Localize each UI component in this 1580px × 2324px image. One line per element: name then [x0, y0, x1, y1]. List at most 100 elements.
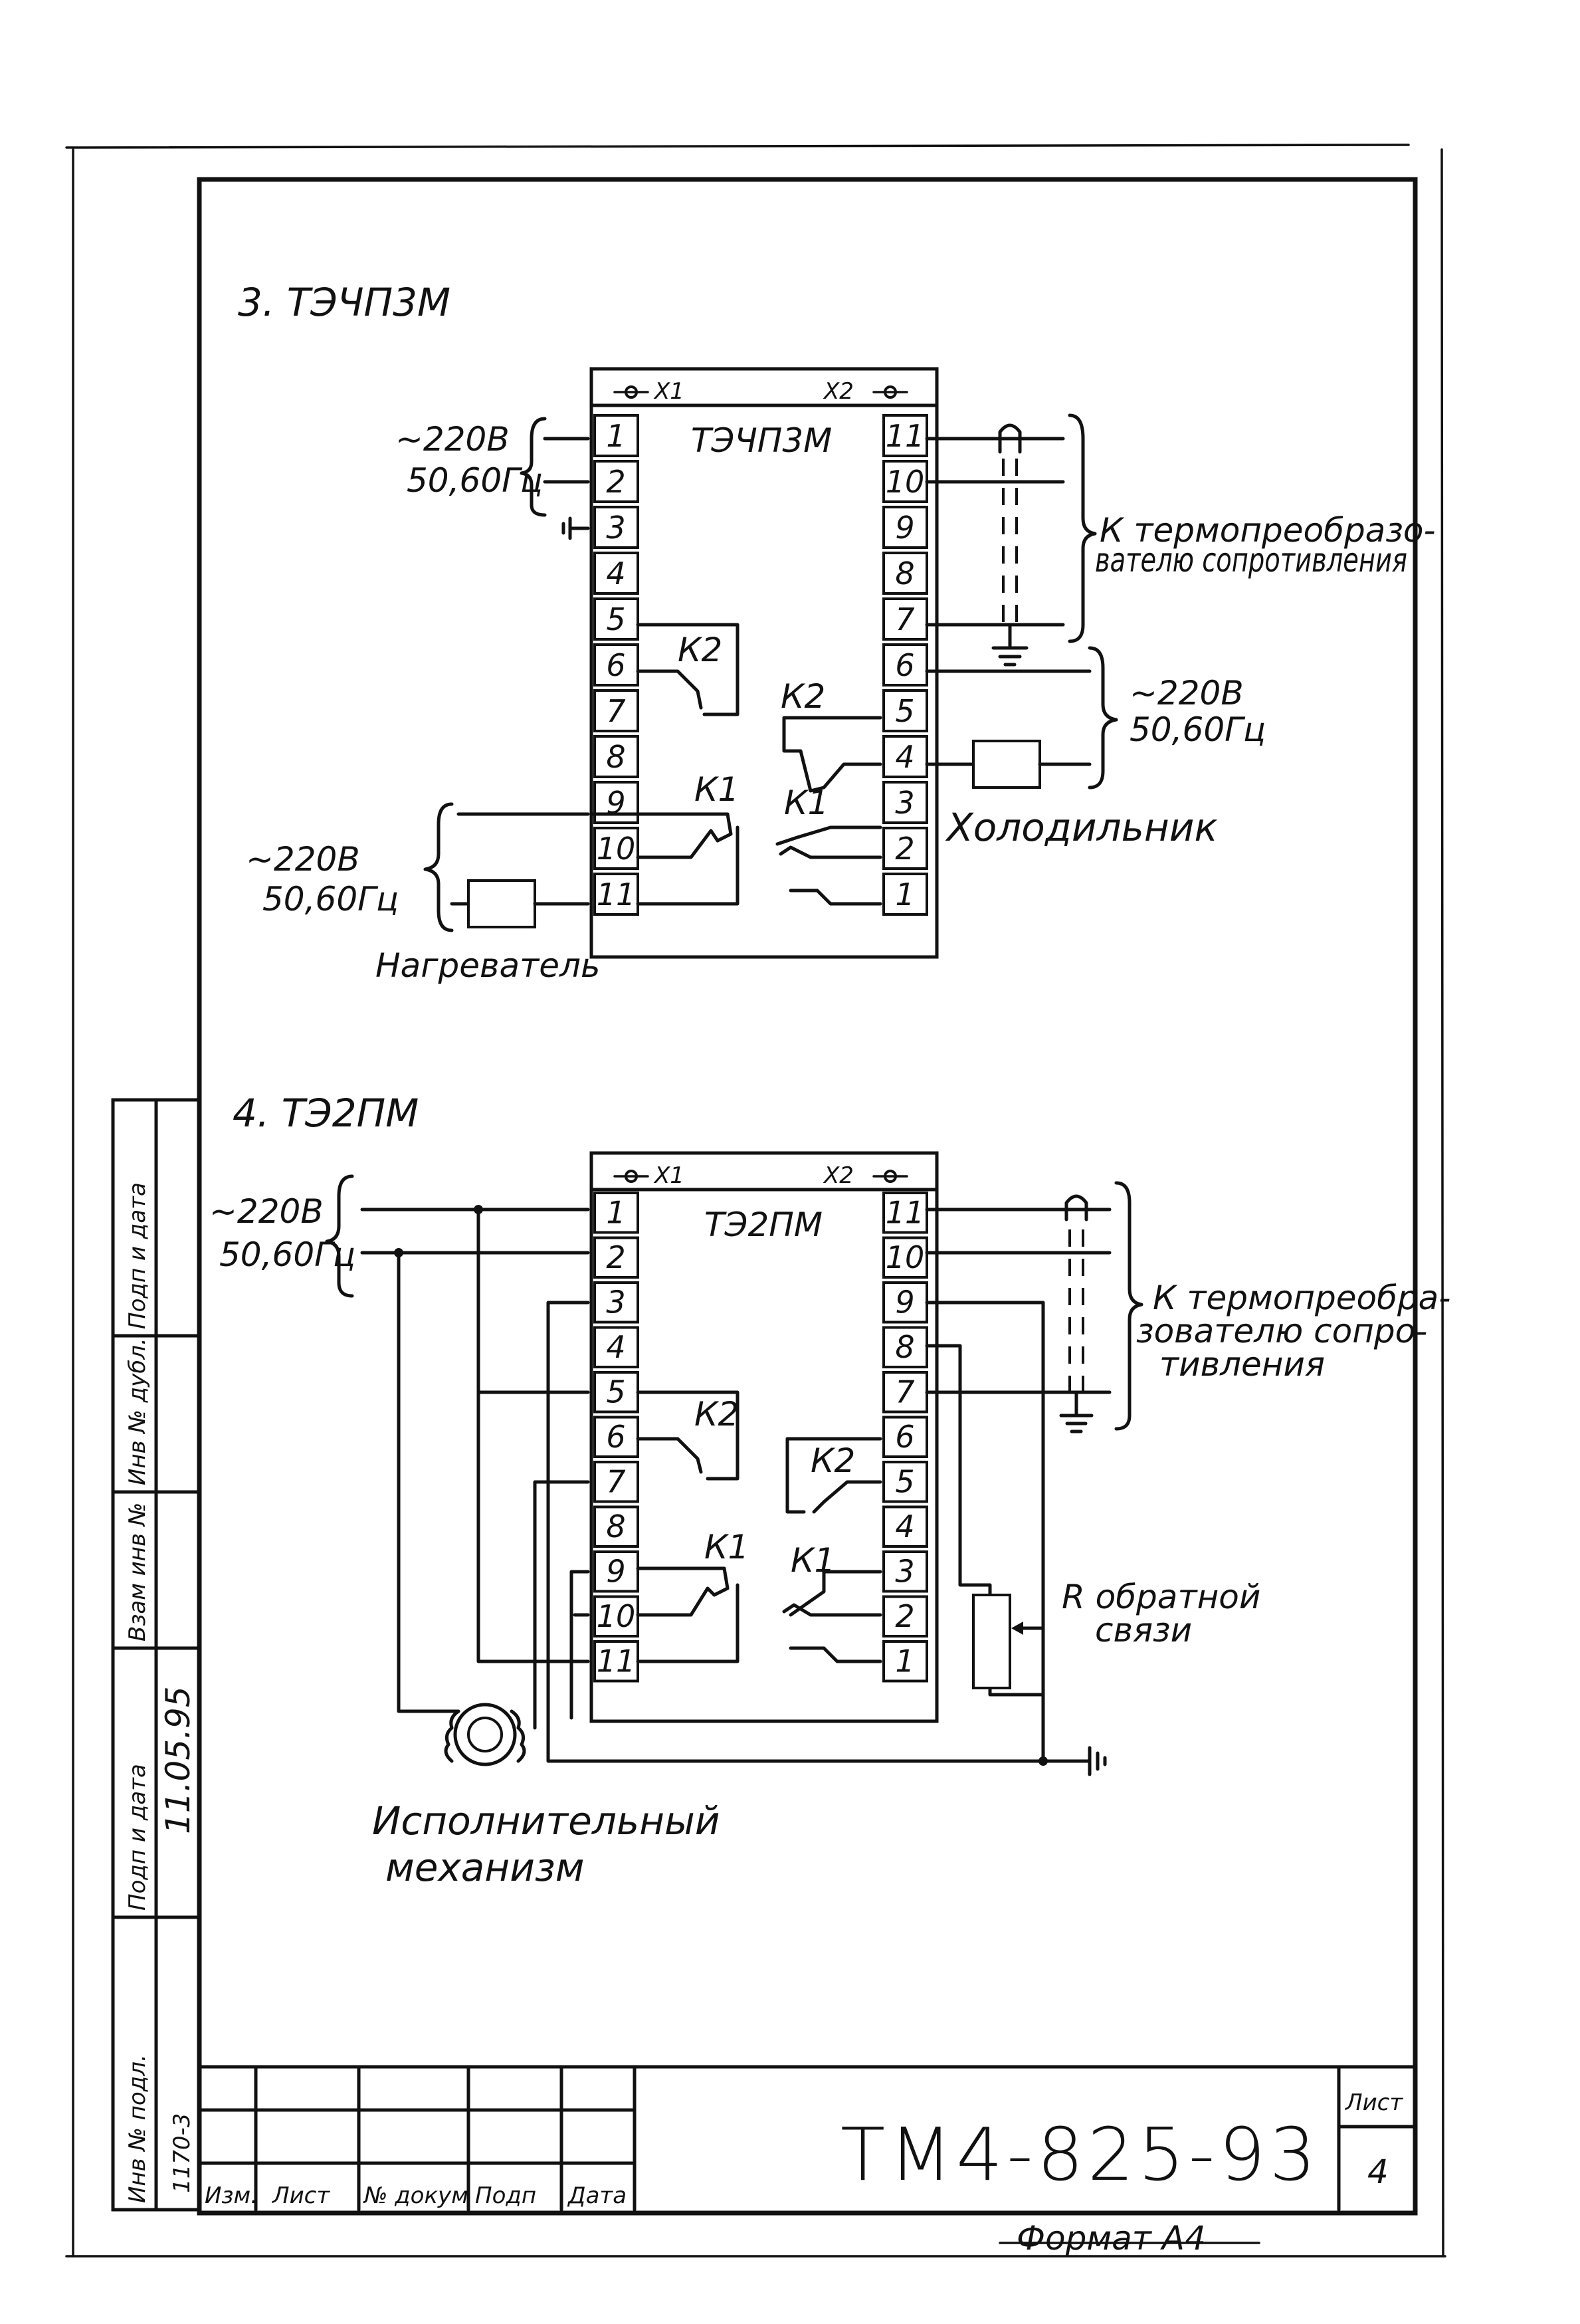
s4-right-terminal-box [882, 1326, 928, 1368]
tb-col-izm: Изм. [205, 2182, 258, 2209]
s3-left-terminal-box [593, 506, 639, 549]
s4-actuator-wiring [397, 1208, 1038, 1763]
s3-k2-left-label: К2 [678, 631, 722, 669]
s3-right-terminal-box [882, 735, 928, 778]
s4-actuator-motor [444, 1703, 526, 1766]
s3-supply-left-top [520, 417, 590, 540]
title-block [197, 2065, 1417, 2212]
s4-relay-k2-left [636, 1390, 740, 1481]
s3-right-terminal-box [882, 506, 928, 549]
s4-right-terminal-number: 1 [895, 1643, 914, 1679]
s3-relay-k2-right [782, 716, 882, 793]
s3-supply-bottom-voltage: ~220В [246, 840, 360, 879]
side-stamp-vzam-inv: Взам инв № [124, 1503, 151, 1641]
s4-k2-left-label: К2 [694, 1395, 739, 1433]
s3-right-terminal-number: 5 [895, 693, 914, 729]
side-stamp-inv-value: 1170-3 [169, 2113, 195, 2193]
s4-right-terminal-box [882, 1595, 928, 1637]
s3-right-terminal-box [882, 781, 928, 824]
s3-left-terminal-box [593, 873, 639, 916]
s4-right-terminal-number: 11 [886, 1195, 925, 1231]
s3-x1-label: X1 [653, 378, 684, 405]
s4-sensor-label-2: зователю сопро- [1136, 1312, 1427, 1350]
s3-right-terminal-number: 10 [886, 464, 925, 500]
s3-right-terminal-box [882, 460, 928, 503]
s4-left-terminal-number: 6 [606, 1419, 625, 1455]
tb-sheet-number: 4 [1367, 2153, 1389, 2191]
s3-k1-left-label: К1 [694, 770, 739, 809]
s3-left-terminal-number: 8 [606, 739, 625, 775]
s4-feedback-resistor [972, 1594, 1107, 1776]
s3-heater-label: Нагреватель [375, 946, 600, 985]
s3-left-terminal-number: 4 [606, 556, 625, 591]
s3-right-terminal-number: 4 [895, 739, 914, 775]
s4-left-terminal-box [593, 1371, 639, 1414]
s3-k2-right-label: К2 [781, 677, 825, 716]
s4-right-terminal-box [882, 1192, 928, 1234]
side-stamp-date-value: 11.05.95 [159, 1686, 197, 1834]
s3-left-terminal-number: 6 [606, 647, 625, 683]
s4-actuator-label-1: Исполнительный [372, 1798, 720, 1844]
s3-right-terminal-number: 1 [895, 877, 914, 912]
s3-supply-right [925, 646, 1118, 790]
s3-sensor-label-2: вателю сопротивления [1095, 541, 1407, 580]
s4-left-terminal-number: 2 [606, 1239, 625, 1275]
s4-left-terminal-box [593, 1550, 639, 1593]
s3-right-terminal-box [882, 689, 928, 732]
tb-col-dokum: № докум [363, 2182, 468, 2209]
s4-right-terminal-box [882, 1416, 928, 1458]
s3-left-terminal-box [593, 597, 639, 641]
s4-right-terminal-number: 9 [895, 1285, 914, 1320]
s3-right-terminal-number: 2 [895, 831, 914, 867]
s3-right-terminal-number: 11 [886, 418, 925, 454]
s3-right-terminal-number: 3 [895, 785, 914, 821]
s4-left-terminal-box [593, 1326, 639, 1368]
s4-right-terminal-box [882, 1461, 928, 1503]
s4-right-terminal-number: 10 [886, 1239, 925, 1275]
s4-left-terminal-number: 3 [606, 1285, 625, 1320]
s4-right-terminal-number: 7 [895, 1374, 914, 1410]
section3-title: 3. ТЭЧП3М [238, 280, 450, 325]
s4-left-terminal-box [593, 1640, 639, 1683]
s4-left-terminal-number: 5 [606, 1374, 625, 1410]
s3-x2-label: X2 [823, 378, 854, 405]
s3-k1-right-label: К1 [784, 784, 829, 822]
s3-right-terminal-number: 8 [895, 556, 914, 591]
s3-sensor-wiring [925, 413, 1097, 667]
s3-left-terminal-box [593, 781, 639, 824]
s4-left-terminal-number: 11 [597, 1643, 636, 1679]
s4-right-terminal-box [882, 1550, 928, 1593]
s3-left-terminal-box [593, 827, 639, 870]
s3-right-terminal-box [882, 597, 928, 641]
s4-relay-k1-right [782, 1570, 882, 1663]
s3-supply-right-voltage: ~220В [1130, 674, 1244, 712]
s4-feedback-label-2: связи [1095, 1611, 1192, 1649]
s3-right-terminal-box [882, 414, 928, 457]
s4-x1-label: X1 [653, 1162, 684, 1189]
s4-left-terminal-box [593, 1236, 639, 1279]
outer-frame [65, 144, 1446, 2258]
s4-k2-right-label: К2 [811, 1441, 855, 1480]
s4-right-terminal-number: 5 [895, 1464, 914, 1500]
s3-right-terminal-number: 7 [895, 601, 914, 637]
s4-right-terminal-box [882, 1505, 928, 1548]
s4-relay-k1-left [636, 1566, 740, 1663]
s3-left-terminal-box [593, 643, 639, 687]
tb-col-list: Лист [271, 2182, 330, 2209]
s4-left-terminal-box [593, 1505, 639, 1548]
s4-right-terminal-number: 8 [895, 1329, 914, 1365]
s3-left-terminal-box [593, 735, 639, 778]
s3-relay-k1-left [589, 812, 740, 906]
s4-right-terminal-box [882, 1640, 928, 1683]
s3-right-terminal-box [882, 552, 928, 595]
side-stamp-inv-dubl: Инв № дубл. [124, 1338, 151, 1485]
tb-col-data: Дата [567, 2182, 627, 2209]
device-tech3m [589, 367, 939, 959]
s3-supply-right-freq: 50,60Гц [1130, 710, 1266, 749]
s3-right-terminal-number: 9 [895, 510, 914, 546]
s3-left-terminal-box [593, 552, 639, 595]
s4-left-terminal-box [593, 1281, 639, 1324]
s4-left-terminal-box [593, 1416, 639, 1458]
